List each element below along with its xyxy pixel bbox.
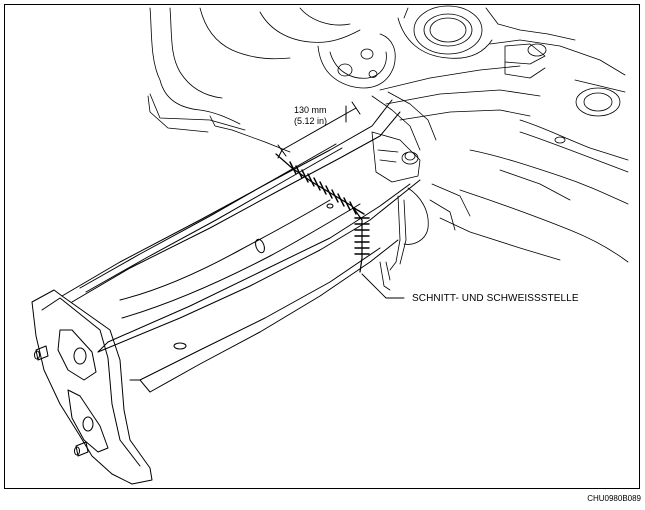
dimension-label-metric: 130 mm	[294, 105, 327, 115]
front-frame-rail	[61, 99, 421, 393]
callout-leader	[361, 273, 405, 299]
dimension-label-imperial: (5.12 in)	[294, 116, 328, 126]
cut-weld-callout-label: SCHNITT- UND SCHWEISSSTELLE	[412, 293, 579, 304]
rail-end-plate	[31, 289, 153, 485]
figure-frame	[4, 4, 640, 489]
dimension-130mm	[277, 101, 361, 159]
figure-code: CHU0980B089	[587, 494, 641, 503]
body-structure-outline	[147, 5, 629, 291]
cut-weld-line	[275, 153, 370, 273]
